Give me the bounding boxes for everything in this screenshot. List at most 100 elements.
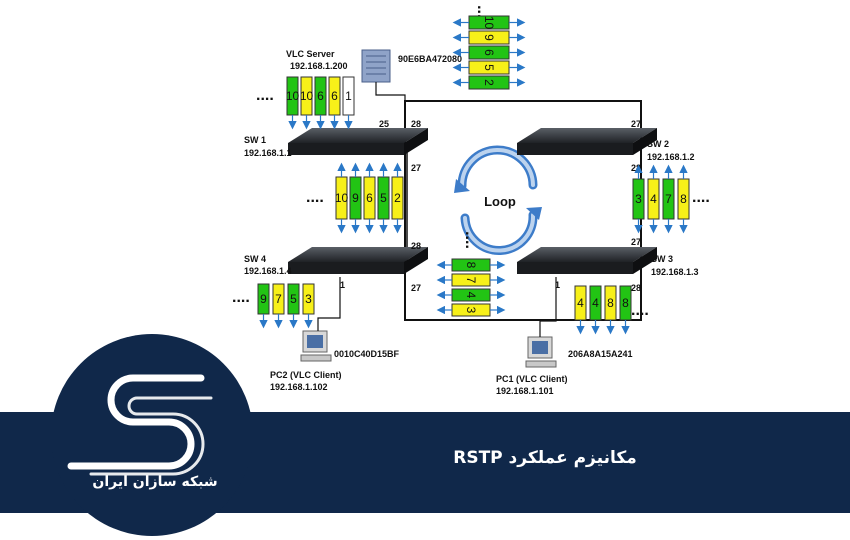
sw3-port-1: 1 xyxy=(555,280,560,290)
frame-center-0: 8 xyxy=(436,258,506,272)
sw3-port-27: 27 xyxy=(631,237,641,247)
loop-arrows xyxy=(454,145,542,255)
frame-label: 10 xyxy=(300,89,314,103)
pc1-ip: 192.168.1.101 xyxy=(496,386,554,396)
sw1-port-28: 28 xyxy=(411,119,421,129)
frame-label: 9 xyxy=(482,34,496,41)
frame-top-1: 9 xyxy=(452,30,526,45)
frame-label: 8 xyxy=(680,192,687,206)
vlc-server-icon xyxy=(361,49,391,83)
frame-label: 4 xyxy=(464,292,478,299)
frame-sw2-right-2: 7 xyxy=(662,164,675,234)
frame-top-3: 5 xyxy=(452,60,526,75)
sw4-name: SW 4 xyxy=(244,254,266,264)
frame-mid-left-1: 9 xyxy=(349,162,362,234)
frame-mid-left-2: 6 xyxy=(363,162,376,234)
frame-sw4-bottom-0: 9 xyxy=(257,283,270,329)
logo-s-icon xyxy=(67,374,213,476)
frame-label: 8 xyxy=(607,296,614,310)
frame-label: 2 xyxy=(482,79,496,86)
frame-sw1-top-3: 6 xyxy=(328,76,341,130)
pc1-link xyxy=(539,277,557,337)
frame-top-0: 10 xyxy=(452,15,526,30)
frame-mid-left-4: 2 xyxy=(391,162,404,234)
server-ip: 192.168.1.200 xyxy=(290,61,348,71)
frame-sw2-right-0: 3 xyxy=(632,164,645,234)
dots-center: .... xyxy=(462,231,479,249)
frame-label: 6 xyxy=(482,49,496,56)
sw3-name: SW 3 xyxy=(651,254,673,264)
pc1-icon xyxy=(525,336,557,368)
frame-label: 10 xyxy=(482,16,496,30)
frame-sw2-right-3: 8 xyxy=(677,164,690,234)
sw3-port-28: 28 xyxy=(631,283,641,293)
switch-sw4 xyxy=(288,247,428,274)
footer-title: مکانیزم عملکرد RSTP xyxy=(453,448,637,468)
frame-label: 8 xyxy=(622,296,629,310)
frame-label: 9 xyxy=(352,191,359,205)
frame-label: 5 xyxy=(482,64,496,71)
frame-label: 9 xyxy=(260,292,267,306)
frame-label: 7 xyxy=(464,277,478,284)
sw4-ip: 192.168.1.4 xyxy=(244,266,292,276)
sw4-port-27: 27 xyxy=(411,283,421,293)
dots-sw4: .... xyxy=(232,289,250,306)
frame-label: 2 xyxy=(394,191,401,205)
frame-label: 6 xyxy=(317,89,324,103)
sw1-port-25: 25 xyxy=(379,119,389,129)
dots-sw1: .... xyxy=(256,87,274,104)
frame-sw3-bottom-1: 4 xyxy=(589,285,602,335)
frame-label: 4 xyxy=(577,296,584,310)
logo-circle xyxy=(51,334,253,536)
sw2-ip: 192.168.1.2 xyxy=(647,152,695,162)
pc2-mac: 0010C40D15BF xyxy=(334,349,400,359)
frame-center-2: 4 xyxy=(436,288,506,302)
sw2-port-28: 28 xyxy=(631,163,641,173)
frame-sw3-bottom-2: 8 xyxy=(604,285,617,335)
frame-sw1-top-1: 10 xyxy=(300,76,314,130)
frame-top-4: 2 xyxy=(452,75,526,90)
frame-top-2: 6 xyxy=(452,45,526,60)
frame-stack-center: 8 7 4 3 xyxy=(436,258,506,317)
frame-sw3-bottom-0: 4 xyxy=(574,285,587,335)
sw3-ip: 192.168.1.3 xyxy=(651,267,699,277)
frame-center-3: 3 xyxy=(436,303,506,317)
frame-label: 5 xyxy=(380,191,387,205)
frame-label: 1 xyxy=(345,89,352,103)
server-link xyxy=(375,82,406,128)
frame-label: 3 xyxy=(635,192,642,206)
frame-label: 7 xyxy=(665,192,672,206)
pc2-name: PC2 (VLC Client) xyxy=(270,370,342,380)
frame-mid-left-3: 5 xyxy=(377,162,390,234)
server-title: VLC Server xyxy=(286,49,335,59)
sw2-name: SW 2 xyxy=(647,139,669,149)
server-mac: 90E6BA472080 xyxy=(398,54,462,64)
switch-sw2 xyxy=(517,128,657,155)
frame-label: 4 xyxy=(592,296,599,310)
dots-mid-left: .... xyxy=(306,189,324,206)
frame-label: 3 xyxy=(305,292,312,306)
loop-label: Loop xyxy=(484,194,516,209)
frame-label: 7 xyxy=(275,292,282,306)
frame-label: 3 xyxy=(464,307,478,314)
frame-sw1-top-0: 10 xyxy=(286,76,299,130)
switch-sw1 xyxy=(288,128,428,155)
frame-sw4-bottom-1: 7 xyxy=(272,283,285,329)
frame-sw1-top-2: 6 xyxy=(314,76,327,130)
sw4-port-28: 28 xyxy=(411,241,421,251)
frame-label: 10 xyxy=(335,191,349,205)
sw1-name: SW 1 xyxy=(244,135,266,145)
frame-center-1: 7 xyxy=(436,273,506,287)
frame-sw1-top-4: 1 xyxy=(342,76,355,130)
frame-sw4-bottom-3: 3 xyxy=(302,283,315,329)
frame-label: 6 xyxy=(366,191,373,205)
frame-label: 5 xyxy=(290,292,297,306)
frame-sw2-right-1: 4 xyxy=(647,164,660,234)
sw2-port-27: 27 xyxy=(631,119,641,129)
sw4-port-1: 1 xyxy=(340,280,345,290)
